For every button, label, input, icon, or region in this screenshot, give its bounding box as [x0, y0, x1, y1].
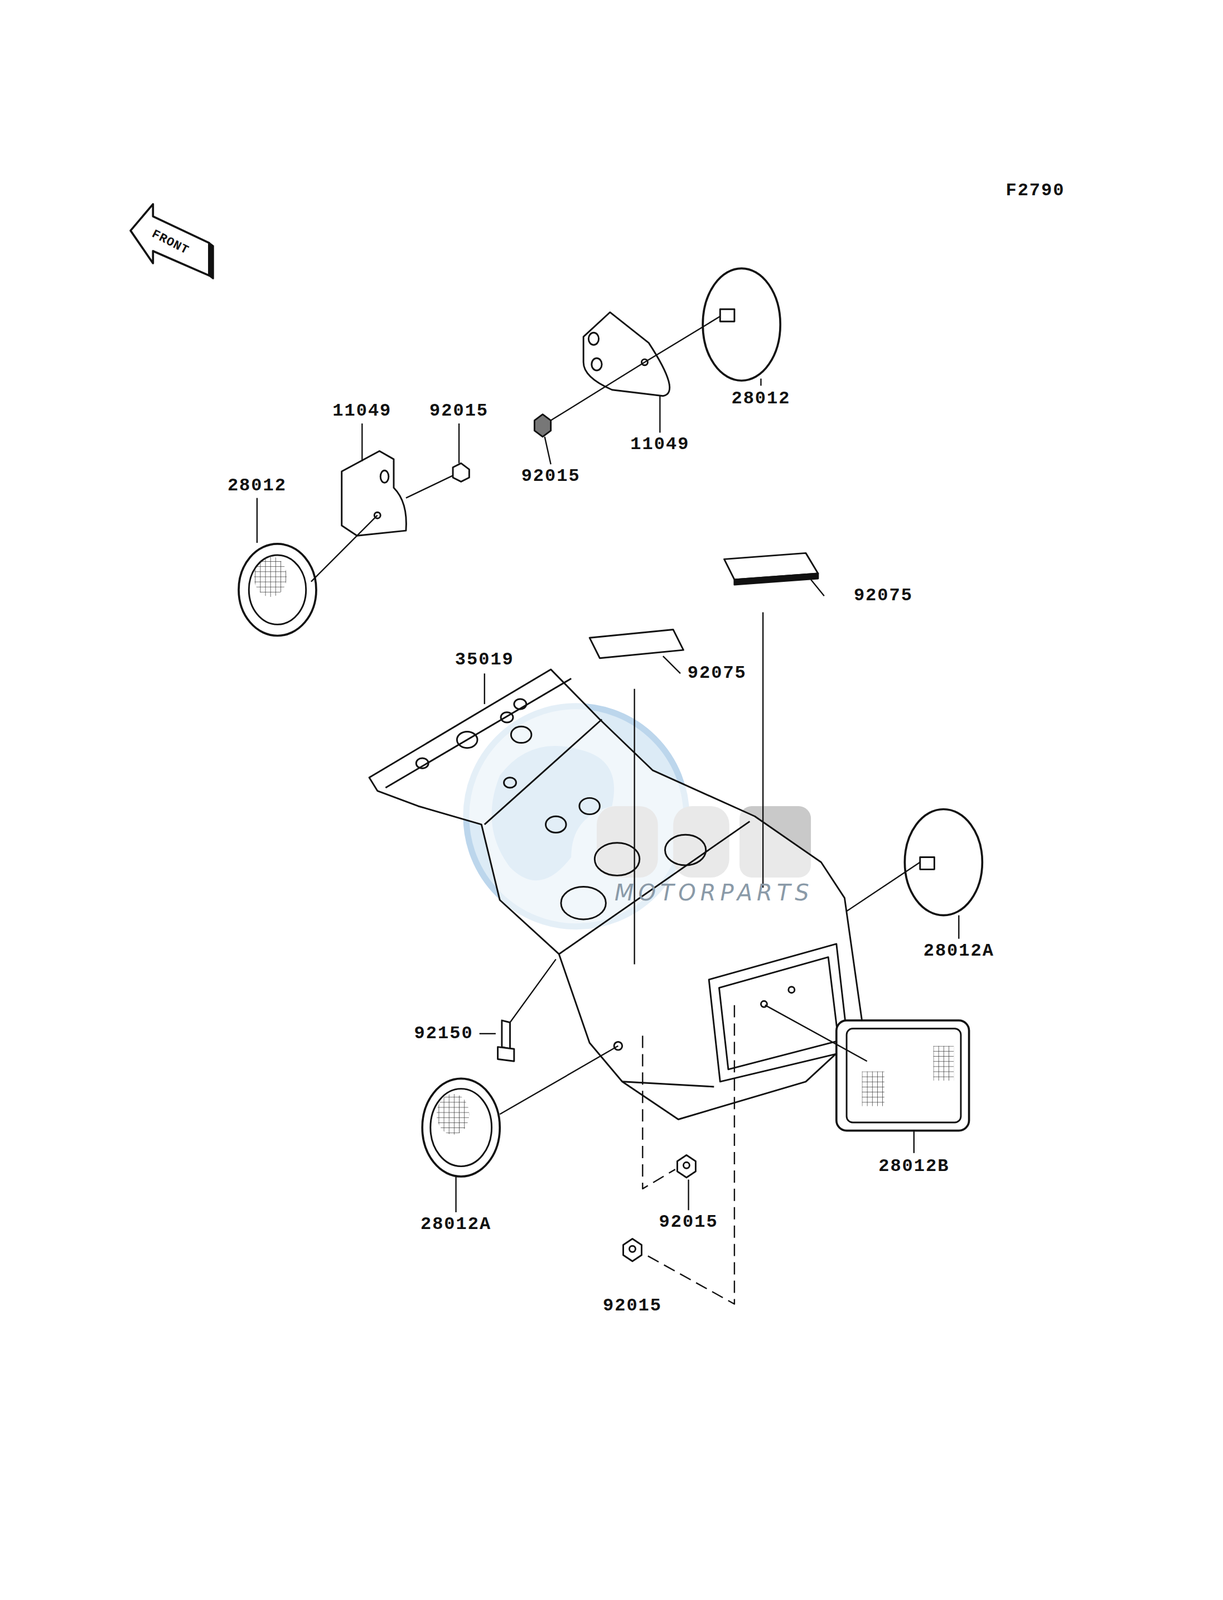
callout-number: 11049	[332, 402, 392, 420]
callout-number: 28012	[731, 389, 791, 408]
reflector-bracket	[534, 268, 781, 437]
callout-number: 28012	[227, 476, 287, 495]
callout-number: 92075	[853, 586, 913, 605]
watermark-text: MOTORPARTS	[614, 881, 814, 904]
callout-number: 28012A	[420, 1215, 492, 1234]
callout-number: 28012A	[923, 941, 995, 960]
callout-number: 92150	[414, 1024, 474, 1043]
callout-number: 28012B	[878, 1157, 950, 1176]
callout-number: 92015	[602, 1296, 662, 1315]
rear-fender	[369, 669, 862, 1120]
reflector	[422, 808, 983, 1176]
rubber-damper	[589, 552, 819, 658]
callout-number: 92015	[659, 1212, 719, 1231]
callout-number: 11049	[630, 435, 690, 454]
callout-number: 92015	[521, 467, 581, 486]
callout-number: 35019	[455, 650, 515, 669]
leader-lines	[257, 316, 959, 1304]
front-arrow	[130, 204, 214, 279]
callout-number: 92015	[429, 402, 489, 420]
figure-code: F2790	[1005, 181, 1065, 200]
callout-number: 92075	[687, 664, 747, 683]
